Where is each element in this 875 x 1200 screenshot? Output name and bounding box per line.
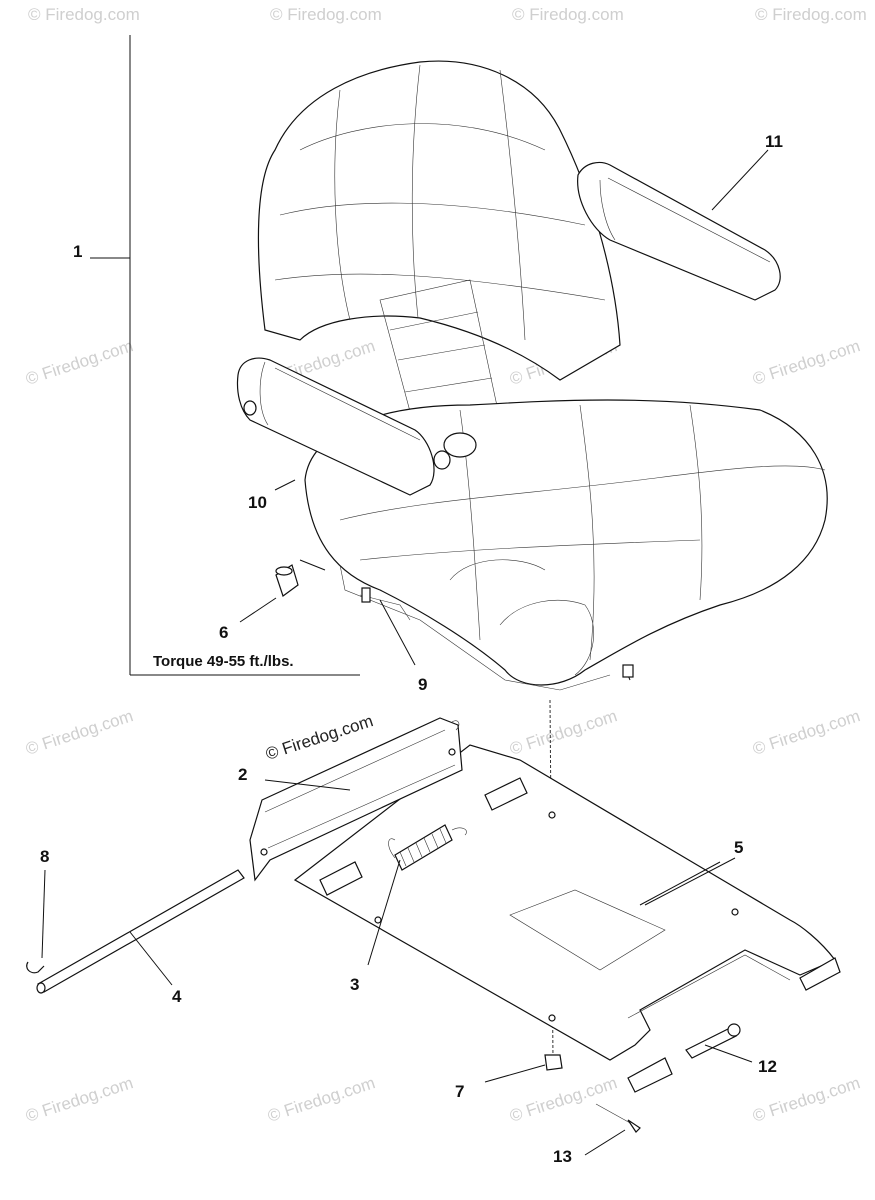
watermark: © Firedog.com <box>507 1073 619 1126</box>
leader-9 <box>359 587 416 666</box>
callout-3: 3 <box>350 975 359 994</box>
callout-1: 1 <box>73 242 82 261</box>
callout-8: 8 <box>40 847 49 866</box>
callout-13: 13 <box>553 1147 572 1166</box>
callout-9: 9 <box>418 675 427 694</box>
watermark: © Firedog.com <box>265 1073 377 1126</box>
seat-base-plate <box>293 744 841 1093</box>
watermark: © Firedog.com <box>750 706 862 759</box>
callout-2: 2 <box>238 765 247 784</box>
callout-12: 12 <box>758 1057 777 1076</box>
nut <box>544 1054 563 1071</box>
cotter-pin <box>584 1103 641 1156</box>
watermark: © Firedog.com <box>512 5 624 24</box>
callout-4: 4 <box>172 987 182 1006</box>
tension-spring <box>367 824 467 966</box>
leader-lines <box>274 149 769 1083</box>
watermark: © Firedog.com <box>755 5 867 24</box>
seat-assembly <box>257 60 828 691</box>
right-armrest <box>577 161 781 301</box>
watermark: © Firedog.com <box>750 1073 862 1126</box>
assembly-bracket <box>90 35 360 676</box>
watermark: © Firedog.com <box>750 336 862 389</box>
callout-5: 5 <box>734 838 743 857</box>
callout-7: 7 <box>455 1082 464 1101</box>
clevis-pin <box>685 1023 753 1063</box>
watermark: © Firedog.com <box>23 336 135 389</box>
seat-backrest <box>257 60 621 381</box>
watermark: © Firedog.com <box>28 5 140 24</box>
bolt-stud <box>239 559 326 623</box>
slide-rail <box>249 717 463 882</box>
torque-note: Torque 49-55 ft./lbs. <box>153 653 294 670</box>
left-armrest <box>236 357 477 496</box>
callout-11: 11 <box>765 132 783 151</box>
rod <box>36 869 245 994</box>
watermark: © Firedog.com <box>507 706 619 759</box>
callout-10: 10 <box>248 493 267 512</box>
watermark: © Firedog.com <box>270 5 382 24</box>
watermark: © Firedog.com <box>23 1073 135 1126</box>
seat-cushion <box>304 399 828 686</box>
e-clip <box>26 869 46 974</box>
watermark: © Firedog.com <box>23 706 135 759</box>
callout-6: 6 <box>219 623 228 642</box>
